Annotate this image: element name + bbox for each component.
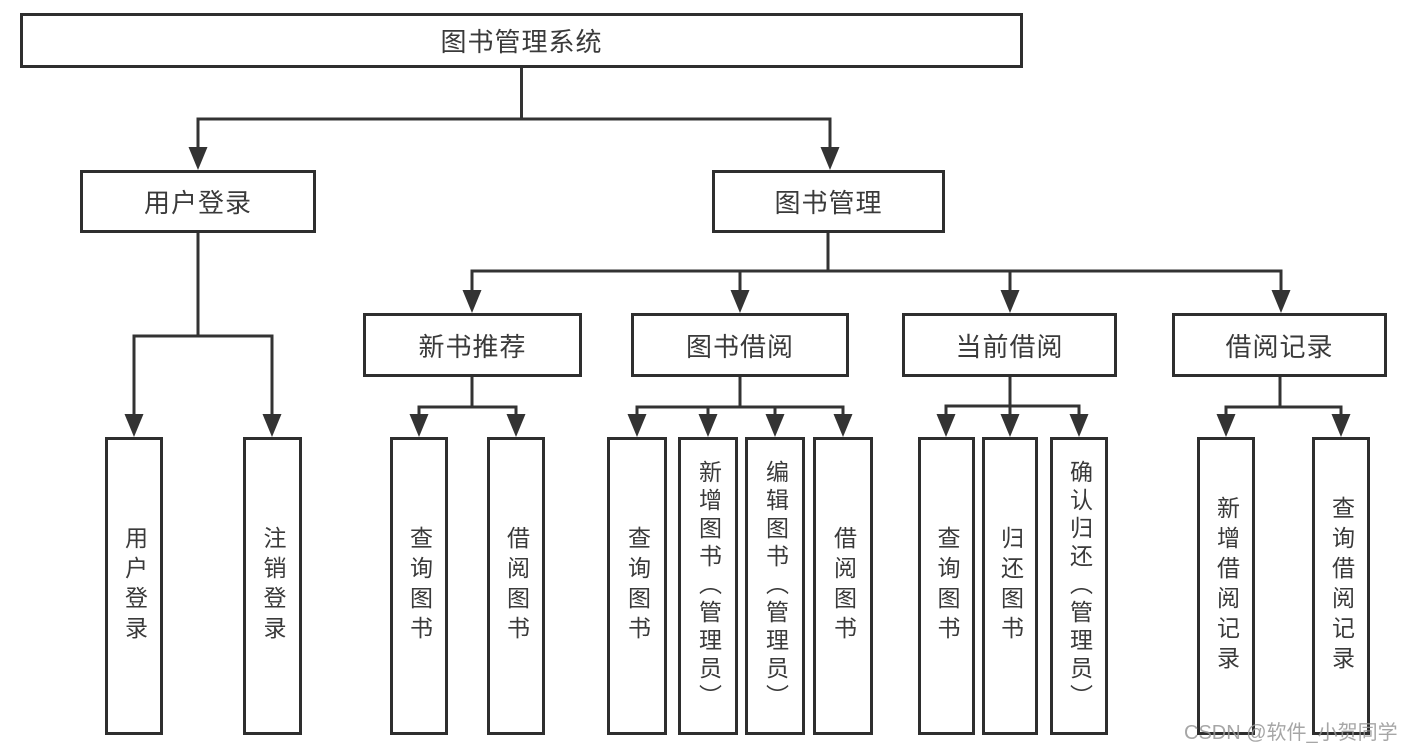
leaf-return-books: 归还图书: [982, 437, 1038, 735]
leaf-borrow-books: 借阅图书: [813, 437, 873, 735]
node-library-management-system: 图书管理系统: [20, 13, 1023, 68]
node-label: 图书借阅: [685, 331, 794, 362]
leaf-user-login: 用户登录: [105, 437, 163, 735]
node-label: 当前借阅: [955, 331, 1064, 362]
leaf-label: 查询图书: [624, 526, 651, 646]
leaf-label: 查询图书: [934, 526, 960, 646]
csdn-watermark: CSDN @软件_小贺同学: [1184, 722, 1398, 744]
leaf-confirm-return-admin: 确认归还（管理员）: [1050, 437, 1108, 735]
node-label: 图书管理系统: [440, 27, 603, 57]
leaf-query-books-current: 查询图书: [918, 437, 975, 735]
leaf-label: 新增图书（管理员）: [695, 460, 722, 712]
leaf-edit-books-admin: 编辑图书（管理员）: [745, 437, 805, 735]
node-current-borrowing: 当前借阅: [902, 313, 1117, 377]
leaf-label: 用户登录: [121, 526, 148, 646]
leaf-label: 注销登录: [260, 526, 286, 646]
leaf-label: 确认归还（管理员）: [1066, 460, 1093, 712]
leaf-borrow-books-recommend: 借阅图书: [487, 437, 545, 735]
leaf-query-books-recommend: 查询图书: [390, 437, 448, 735]
node-borrowing-records: 借阅记录: [1172, 313, 1387, 377]
node-book-management: 图书管理: [712, 170, 945, 233]
node-book-borrowing: 图书借阅: [631, 313, 849, 377]
leaf-label: 新增借阅记录: [1213, 496, 1240, 676]
node-label: 新书推荐: [418, 331, 527, 362]
node-label: 借阅记录: [1225, 331, 1334, 362]
node-new-book-recommend: 新书推荐: [363, 313, 582, 377]
leaf-label: 归还图书: [997, 526, 1024, 646]
leaf-query-books-borrowing: 查询图书: [607, 437, 667, 735]
leaf-label: 编辑图书（管理员）: [762, 460, 789, 712]
node-label: 用户登录: [143, 188, 252, 218]
leaf-add-borrow-record: 新增借阅记录: [1197, 437, 1255, 735]
leaf-label: 查询借阅记录: [1328, 496, 1355, 676]
leaf-logout: 注销登录: [243, 437, 302, 735]
leaf-query-borrow-record: 查询借阅记录: [1312, 437, 1370, 735]
leaf-label: 借阅图书: [830, 526, 857, 646]
leaf-label: 借阅图书: [503, 526, 530, 646]
node-label: 图书管理: [774, 188, 883, 218]
node-user-login: 用户登录: [80, 170, 316, 233]
leaf-add-books-admin: 新增图书（管理员）: [678, 437, 738, 735]
leaf-label: 查询图书: [406, 526, 433, 646]
